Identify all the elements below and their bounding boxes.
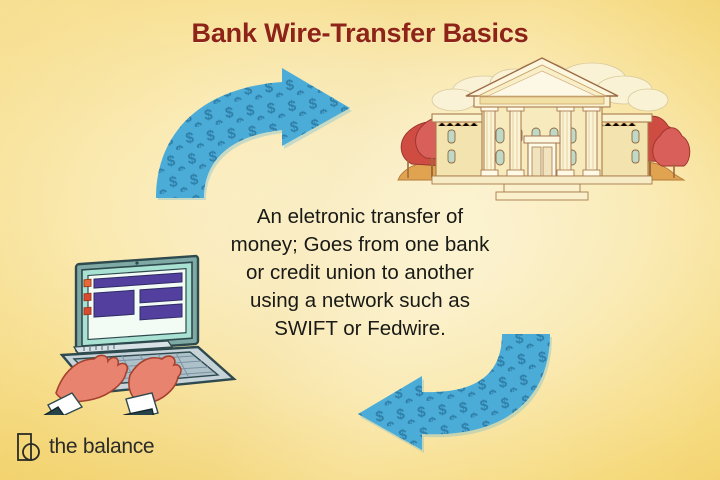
curved-money-arrow-right-icon: $ $ (156, 68, 352, 200)
laptop-with-hands-illustration (43, 254, 237, 415)
balance-b-mark-icon (17, 433, 40, 461)
bank-building-illustration (397, 57, 691, 201)
body-text: An eletronic transfer of money; Goes fro… (230, 205, 490, 340)
right-hand (123, 355, 182, 415)
brand-logo[interactable]: the balance (16, 432, 155, 462)
left-hand (43, 354, 129, 415)
curved-money-arrow-left-icon: $ $ (358, 334, 552, 453)
page-title: Bank Wire-Transfer Basics (191, 18, 529, 48)
brand-wordmark: the balance (49, 435, 155, 458)
